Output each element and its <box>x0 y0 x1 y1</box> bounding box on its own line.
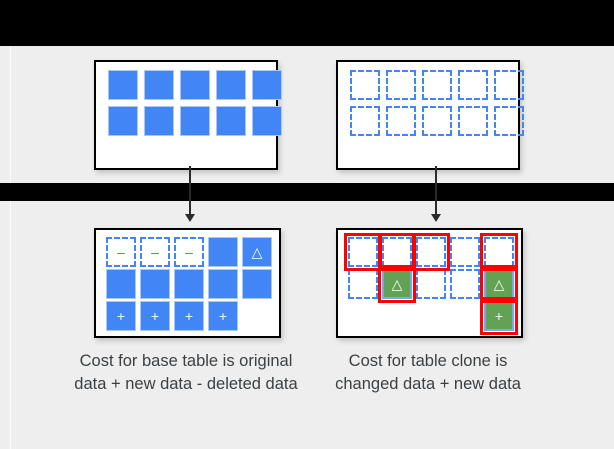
data-block-solid <box>108 106 138 136</box>
data-block-dashed <box>416 237 446 267</box>
block-glyph: △ <box>391 276 403 292</box>
data-block-solid: + <box>208 301 238 331</box>
cell-grid-base-after: – – – △ + + + + <box>96 230 279 336</box>
arrow-table-clone-head <box>431 214 441 222</box>
data-block-solid: + <box>106 301 136 331</box>
panel-base-table-after: – – – △ + + + + <box>94 228 281 338</box>
block-glyph: △ <box>251 244 263 260</box>
data-block-green: △ <box>484 269 514 299</box>
data-block-dashed <box>386 106 416 136</box>
data-block-solid <box>108 70 138 100</box>
block-glyph: + <box>184 308 194 324</box>
arrow-table-clone-line <box>435 166 437 216</box>
block-glyph: + <box>116 308 126 324</box>
block-glyph: + <box>150 308 160 324</box>
data-block-dashed <box>382 237 412 267</box>
left-edge-rule <box>10 46 11 449</box>
data-block-dashed <box>350 106 380 136</box>
data-block-dashed <box>494 70 524 100</box>
arrow-base-table-head <box>185 214 195 222</box>
caption-base-table: Cost for base table is original data + n… <box>74 352 298 394</box>
data-block-solid <box>208 237 238 267</box>
data-block-dashed: – <box>106 237 136 267</box>
block-glyph: – <box>151 244 159 260</box>
cell-grid-clone-original <box>338 62 524 168</box>
block-glyph: – <box>117 244 125 260</box>
data-block-dashed <box>422 106 452 136</box>
data-block-dashed: – <box>174 237 204 267</box>
data-block-green: + <box>484 301 514 331</box>
data-block-green: △ <box>382 269 412 299</box>
arrow-base-table-line <box>189 166 191 216</box>
data-block-solid <box>180 106 210 136</box>
data-block-dashed <box>458 106 488 136</box>
data-block-dashed <box>450 237 480 267</box>
caption-table-clone: Cost for table clone is changed data + n… <box>335 352 521 394</box>
data-block-solid <box>216 70 246 100</box>
block-glyph: + <box>494 308 504 324</box>
data-block-dashed <box>416 269 446 299</box>
data-block-solid <box>144 70 174 100</box>
middle-black-band <box>0 183 614 201</box>
data-block-dashed <box>450 269 480 299</box>
data-block-solid: + <box>140 301 170 331</box>
data-block-solid <box>106 269 136 299</box>
data-block-solid <box>252 106 282 136</box>
block-glyph: – <box>185 244 193 260</box>
data-block-dashed <box>458 70 488 100</box>
data-block-dashed <box>422 70 452 100</box>
block-glyph: + <box>218 308 228 324</box>
data-block-solid: + <box>174 301 204 331</box>
data-block-dashed <box>348 269 378 299</box>
block-glyph: △ <box>493 276 505 292</box>
data-block-solid <box>180 70 210 100</box>
data-block-solid: △ <box>242 237 272 267</box>
data-block-dashed <box>348 237 378 267</box>
data-block-solid <box>144 106 174 136</box>
data-block-dashed: – <box>140 237 170 267</box>
top-black-band <box>0 0 614 46</box>
data-block-dashed <box>484 237 514 267</box>
data-block-solid <box>242 269 272 299</box>
data-block-solid <box>174 269 204 299</box>
panel-base-table-original <box>94 60 282 170</box>
cell-grid-base-original <box>96 62 282 168</box>
data-block-dashed <box>386 70 416 100</box>
cell-grid-clone-after: △ △ + <box>338 230 521 336</box>
data-block-solid <box>140 269 170 299</box>
data-block-solid <box>208 269 238 299</box>
data-block-solid <box>252 70 282 100</box>
panel-table-clone-after: △ △ + <box>336 228 523 338</box>
panel-table-clone-original <box>336 60 524 170</box>
data-block-dashed <box>350 70 380 100</box>
data-block-solid <box>216 106 246 136</box>
data-block-dashed <box>494 106 524 136</box>
